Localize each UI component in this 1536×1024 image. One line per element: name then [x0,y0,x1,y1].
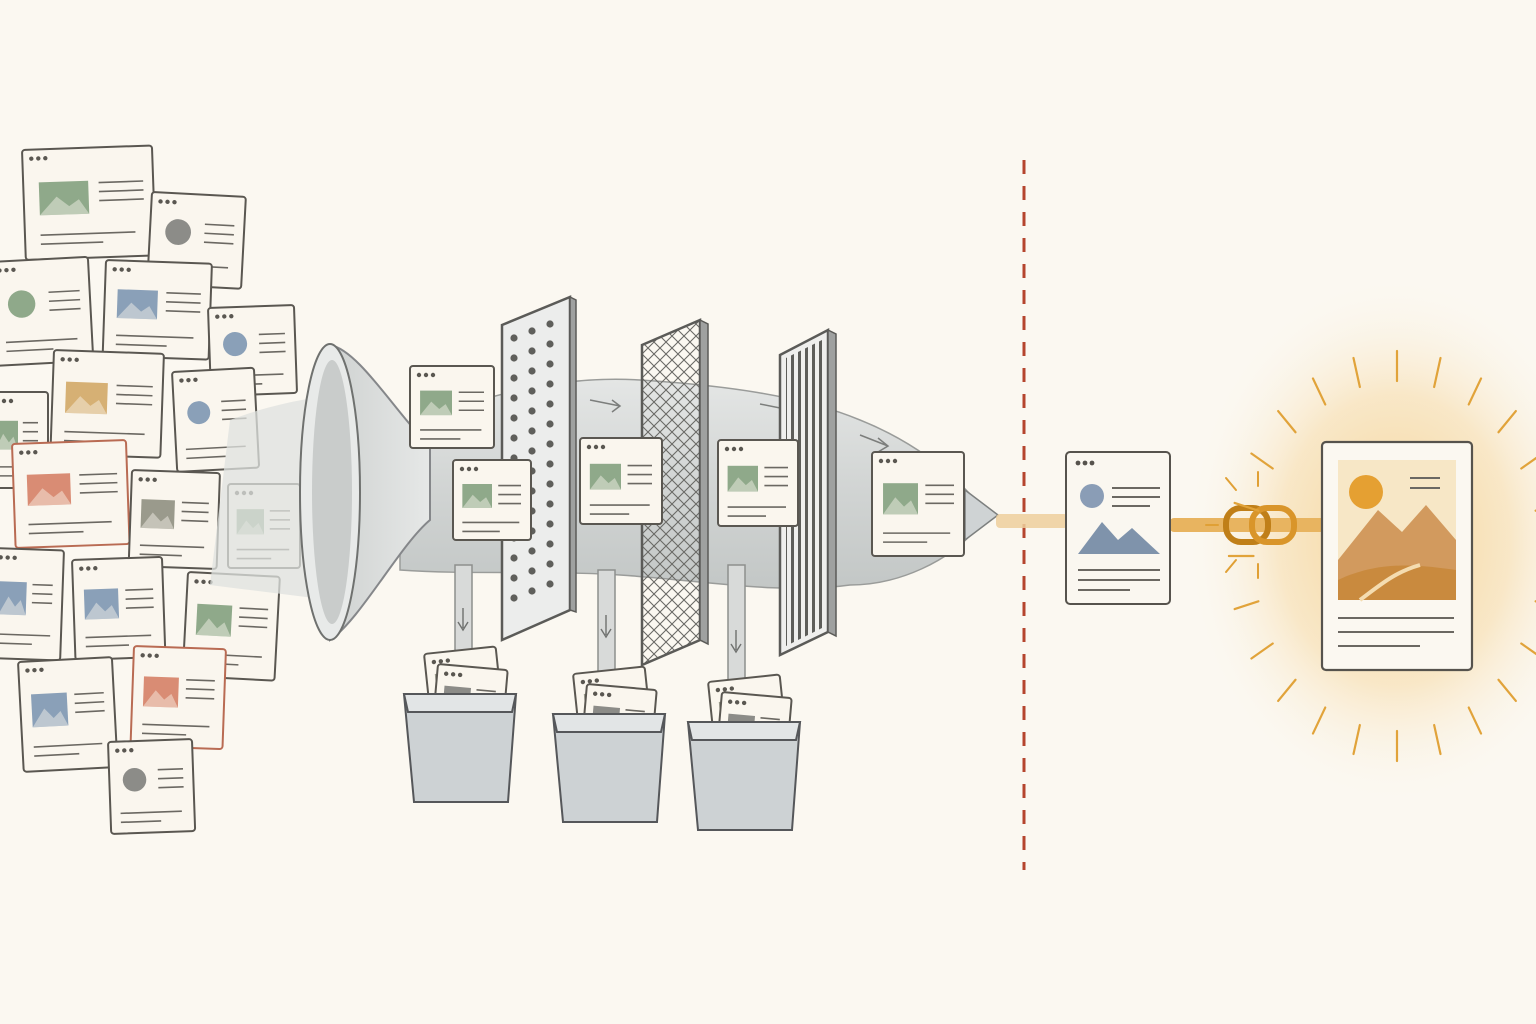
web-page-card [11,439,131,549]
web-page-card [717,439,799,527]
web-page-card [101,259,213,361]
web-page-card [452,459,532,541]
discard-bins [402,645,802,831]
web-page-card [871,451,965,557]
web-page-card [21,144,157,261]
kept-page-card [1065,451,1171,605]
funnel-icon [299,343,431,642]
bar-grate-filter-icon [778,327,837,657]
rejected-pages-bin-icon [686,673,802,831]
rejected-pages-bin-icon [402,645,518,803]
input-page-pile [0,144,301,835]
output-rays [1227,349,1536,763]
sun-icon [1349,475,1383,509]
pages-in-pipeline [409,365,965,557]
web-page-card [129,645,227,751]
connector-bar-left [996,514,1068,528]
web-page-card [0,547,65,662]
web-page-card [579,437,663,525]
rejected-pages-bin-icon [551,665,667,823]
intake-stream [210,395,330,600]
mesh-screen-filter-icon [640,318,709,667]
web-page-card [0,256,95,367]
web-page-card [127,469,221,570]
perforated-plate-filter-icon [500,295,577,642]
web-page-card [71,555,167,661]
web-page-card [409,365,495,449]
web-page-card [17,656,119,773]
pipe-outlet-arrow [964,488,1000,542]
highlighted-output-page [1320,440,1474,672]
web-page-card [107,738,197,835]
web-page-card [49,349,165,459]
